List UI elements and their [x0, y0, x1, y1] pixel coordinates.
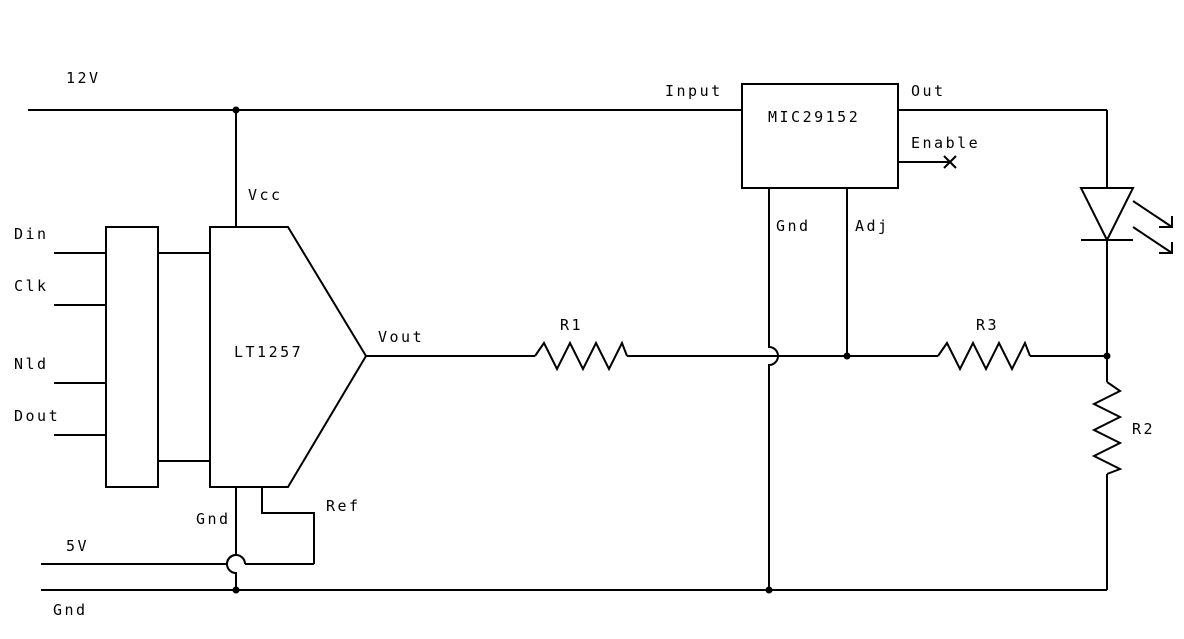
resistor-r3-label: R3 — [976, 316, 999, 334]
dac-chip-label: LT1257 — [234, 343, 303, 361]
resistor-r2 — [1091, 381, 1123, 475]
led-diode — [1079, 187, 1135, 243]
regulator-input-label: Input — [665, 82, 723, 100]
net-label-12v: 12V — [66, 69, 101, 87]
dac-vcc-label: Vcc — [248, 186, 283, 204]
resistor-r2-label: R2 — [1132, 420, 1155, 438]
wire-regulator-gnd — [768, 188, 779, 590]
resistor-r1-label: R1 — [560, 316, 583, 334]
regulator-gnd-label: Gnd — [776, 217, 811, 235]
enable-no-connect-mark — [943, 155, 957, 169]
net-label-gnd: Gnd — [53, 601, 88, 619]
regulator-enable-label: Enable — [911, 134, 980, 152]
regulator-chip-label: MIC29152 — [768, 108, 860, 126]
input-label-nld: Nld — [14, 355, 49, 373]
input-label-clk: Clk — [14, 277, 49, 295]
dac-gnd-label: Gnd — [196, 510, 231, 528]
wire-5v-hop — [226, 554, 246, 565]
regulator-adj-label: Adj — [855, 217, 890, 235]
input-label-dout: Dout — [14, 407, 60, 425]
net-label-5v: 5V — [66, 537, 89, 555]
junction-12v-vcc — [232, 106, 240, 114]
wire-dac-gnd — [226, 487, 237, 590]
junction-gnd-dac — [232, 586, 240, 594]
wire-ref — [261, 487, 315, 564]
light-emission-arrowhead — [1159, 216, 1173, 228]
regulator-out-label: Out — [911, 82, 946, 100]
dac-vout-label: Vout — [378, 328, 424, 346]
junction-gnd-regulator — [765, 586, 773, 594]
light-emission-arrow — [1132, 226, 1173, 254]
dac-input-block — [105, 226, 159, 488]
dac-chip — [209, 226, 368, 488]
input-label-din: Din — [14, 225, 49, 243]
light-emission-arrowhead — [1159, 242, 1173, 254]
resistor-r3 — [937, 340, 1031, 372]
light-emission-arrow — [1132, 200, 1173, 228]
regulator-chip — [741, 83, 899, 189]
dac-ref-label: Ref — [326, 497, 361, 515]
resistor-r1 — [534, 340, 628, 372]
